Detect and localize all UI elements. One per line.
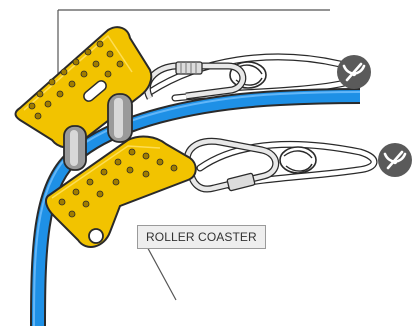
caption-label: ROLLER COASTER <box>137 225 266 249</box>
anchor-icon <box>337 55 371 89</box>
upper-carabiner <box>147 62 242 98</box>
lower-sling <box>200 144 374 186</box>
anchor-icon <box>378 143 412 177</box>
